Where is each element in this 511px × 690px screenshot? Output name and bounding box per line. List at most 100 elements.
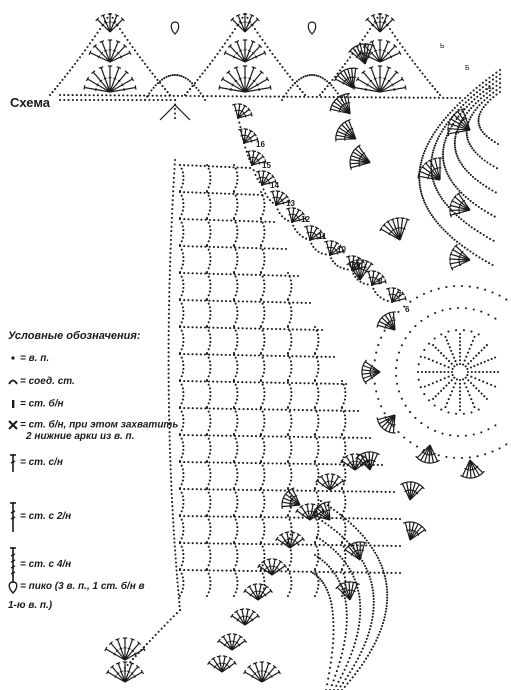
chain-dot (365, 567, 368, 570)
chain-dot (398, 517, 402, 521)
chain-dot (455, 378, 458, 381)
chain-dot (93, 98, 96, 102)
chain-dot (259, 244, 263, 248)
chain-dot (317, 391, 320, 394)
chain-dot (223, 95, 226, 98)
chain-dot (331, 78, 334, 81)
chain-dot (345, 606, 348, 609)
chain-dot (374, 291, 377, 294)
chain-dot (168, 427, 171, 430)
chain-dot (290, 445, 293, 448)
chain-dot (209, 178, 212, 181)
chain-dot (272, 516, 275, 519)
chain-dot (372, 287, 375, 290)
chain-dot (67, 94, 70, 97)
chain-dot (209, 526, 212, 529)
treble-crochet-icon (6, 500, 20, 534)
chain-dot (437, 191, 440, 194)
chain-dot (343, 414, 346, 417)
chain-dot (469, 173, 472, 176)
chain-dot (386, 571, 389, 574)
chain-dot (396, 382, 399, 385)
chain-dot (471, 339, 474, 342)
chain-dot (145, 643, 148, 646)
chain-dot (242, 246, 245, 249)
chain-dot (178, 487, 182, 491)
chain-dot (445, 123, 448, 126)
chain-dot (235, 360, 238, 363)
chain-dot (423, 75, 427, 78)
chain-dot (292, 274, 295, 277)
chain-dot (172, 521, 175, 524)
chain-dot (342, 510, 345, 513)
chain-dot (289, 333, 292, 336)
chain-dot (263, 367, 266, 370)
chain-dot (214, 95, 217, 98)
chain-dot (195, 191, 198, 194)
chain-dot (373, 382, 376, 385)
chain-dot (182, 391, 185, 394)
chain-dot (221, 434, 224, 437)
chain-dot (316, 495, 319, 498)
chain-dot (333, 262, 337, 265)
chain-dot (409, 300, 412, 303)
chain-dot (209, 502, 212, 505)
chain-dot (234, 464, 237, 467)
chain-dot (330, 656, 333, 659)
stitch-fan (376, 311, 396, 331)
chain-dot (172, 181, 175, 184)
chain-dot (363, 536, 366, 540)
chain-dot (166, 621, 169, 624)
chain-dot (458, 397, 462, 400)
chain-dot (430, 156, 433, 159)
chain-dot (234, 221, 237, 224)
picot-mark (307, 21, 317, 35)
chain-dot (236, 166, 239, 169)
chain-dot (253, 354, 256, 357)
chain-dot (370, 580, 373, 584)
chain-dot (480, 362, 483, 365)
chain-dot (432, 370, 435, 374)
chain-dot (489, 370, 492, 374)
chain-dot (323, 409, 326, 412)
chain-dot (209, 340, 212, 343)
chain-dot (288, 375, 291, 378)
chain-dot (439, 362, 442, 366)
chain-dot (171, 194, 175, 197)
chain-dot (490, 139, 493, 142)
chain-dot (209, 364, 212, 367)
chain-dot (207, 302, 210, 305)
chain-dot (287, 89, 290, 92)
chain-dot (286, 95, 289, 98)
chain-dot (208, 522, 211, 525)
chain-dot (485, 344, 488, 347)
chain-dot (305, 543, 308, 546)
chain-dot (326, 463, 329, 466)
chain-dot (246, 488, 249, 491)
chain-dot (343, 387, 346, 390)
chain-dot (271, 435, 274, 438)
chain-dot (458, 390, 462, 393)
chain-dot (168, 265, 172, 268)
chain-dot (426, 78, 429, 81)
chain-dot (224, 165, 227, 168)
chain-dot (483, 209, 486, 212)
chain-dot (344, 418, 347, 421)
chain-dot (200, 272, 203, 275)
chain-dot (167, 376, 170, 379)
chain-dot (433, 404, 436, 407)
chain-dot (339, 676, 342, 679)
chain-dot (358, 654, 361, 657)
chain-dot (313, 487, 317, 491)
chain-dot (204, 515, 207, 518)
chain-dot (180, 321, 183, 324)
chain-dot (491, 82, 494, 86)
chain-dot (414, 325, 417, 328)
chain-dot (208, 245, 211, 248)
chain-dot (212, 407, 215, 410)
chain-dot (235, 344, 238, 347)
chain-dot (344, 475, 347, 478)
chain-dot (208, 380, 211, 383)
chain-dot (340, 594, 344, 598)
chain-dot (289, 576, 292, 579)
